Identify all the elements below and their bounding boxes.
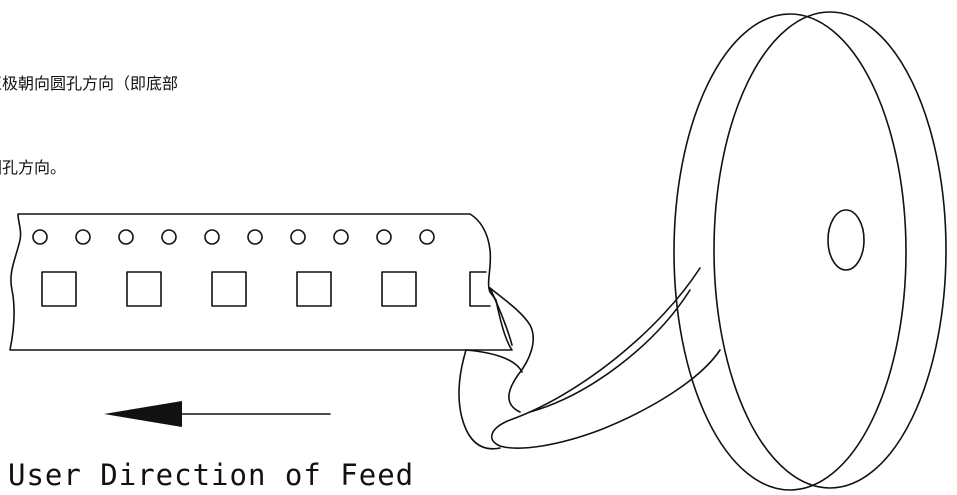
sprocket-hole bbox=[118, 229, 134, 245]
feed-arrow-head-icon bbox=[104, 401, 182, 427]
component-pocket-partial bbox=[469, 271, 491, 307]
sprocket-hole bbox=[32, 229, 48, 245]
sprocket-hole bbox=[333, 229, 349, 245]
carrier-tape-outline bbox=[9, 213, 513, 351]
component-pocket bbox=[126, 271, 162, 307]
component-pocket bbox=[211, 271, 247, 307]
reel-back-flange bbox=[713, 11, 947, 489]
tape-twist-edge bbox=[465, 349, 523, 373]
reel-front-flange bbox=[673, 13, 907, 491]
feed-direction-label: User Direction of Feed bbox=[8, 458, 415, 492]
component-pocket bbox=[381, 271, 417, 307]
tape-twist-lower bbox=[458, 349, 501, 450]
reel-hub-hole bbox=[827, 209, 865, 271]
tape-twist-upper bbox=[489, 287, 534, 413]
sprocket-hole bbox=[161, 229, 177, 245]
sprocket-hole bbox=[376, 229, 392, 245]
component-pockets bbox=[41, 271, 491, 307]
polarity-note-line-1: 正极朝向圆孔方向（即底部 bbox=[0, 74, 179, 93]
reel-wound-tape-inner bbox=[529, 289, 691, 413]
sprocket-hole bbox=[419, 229, 435, 245]
component-pocket bbox=[41, 271, 77, 307]
tape-twist-fold bbox=[489, 287, 513, 346]
component-pocket bbox=[296, 271, 332, 307]
sprocket-hole bbox=[290, 229, 306, 245]
polarity-note-line-2: 圆孔方向。 bbox=[0, 158, 67, 177]
sprocket-hole bbox=[204, 229, 220, 245]
reel-wound-tape-outer bbox=[490, 267, 721, 449]
polarity-note: 正极朝向圆孔方向（即底部 圆孔方向。 bbox=[0, 14, 290, 210]
sprocket-hole bbox=[247, 229, 263, 245]
sprocket-holes bbox=[32, 229, 435, 245]
sprocket-hole bbox=[75, 229, 91, 245]
